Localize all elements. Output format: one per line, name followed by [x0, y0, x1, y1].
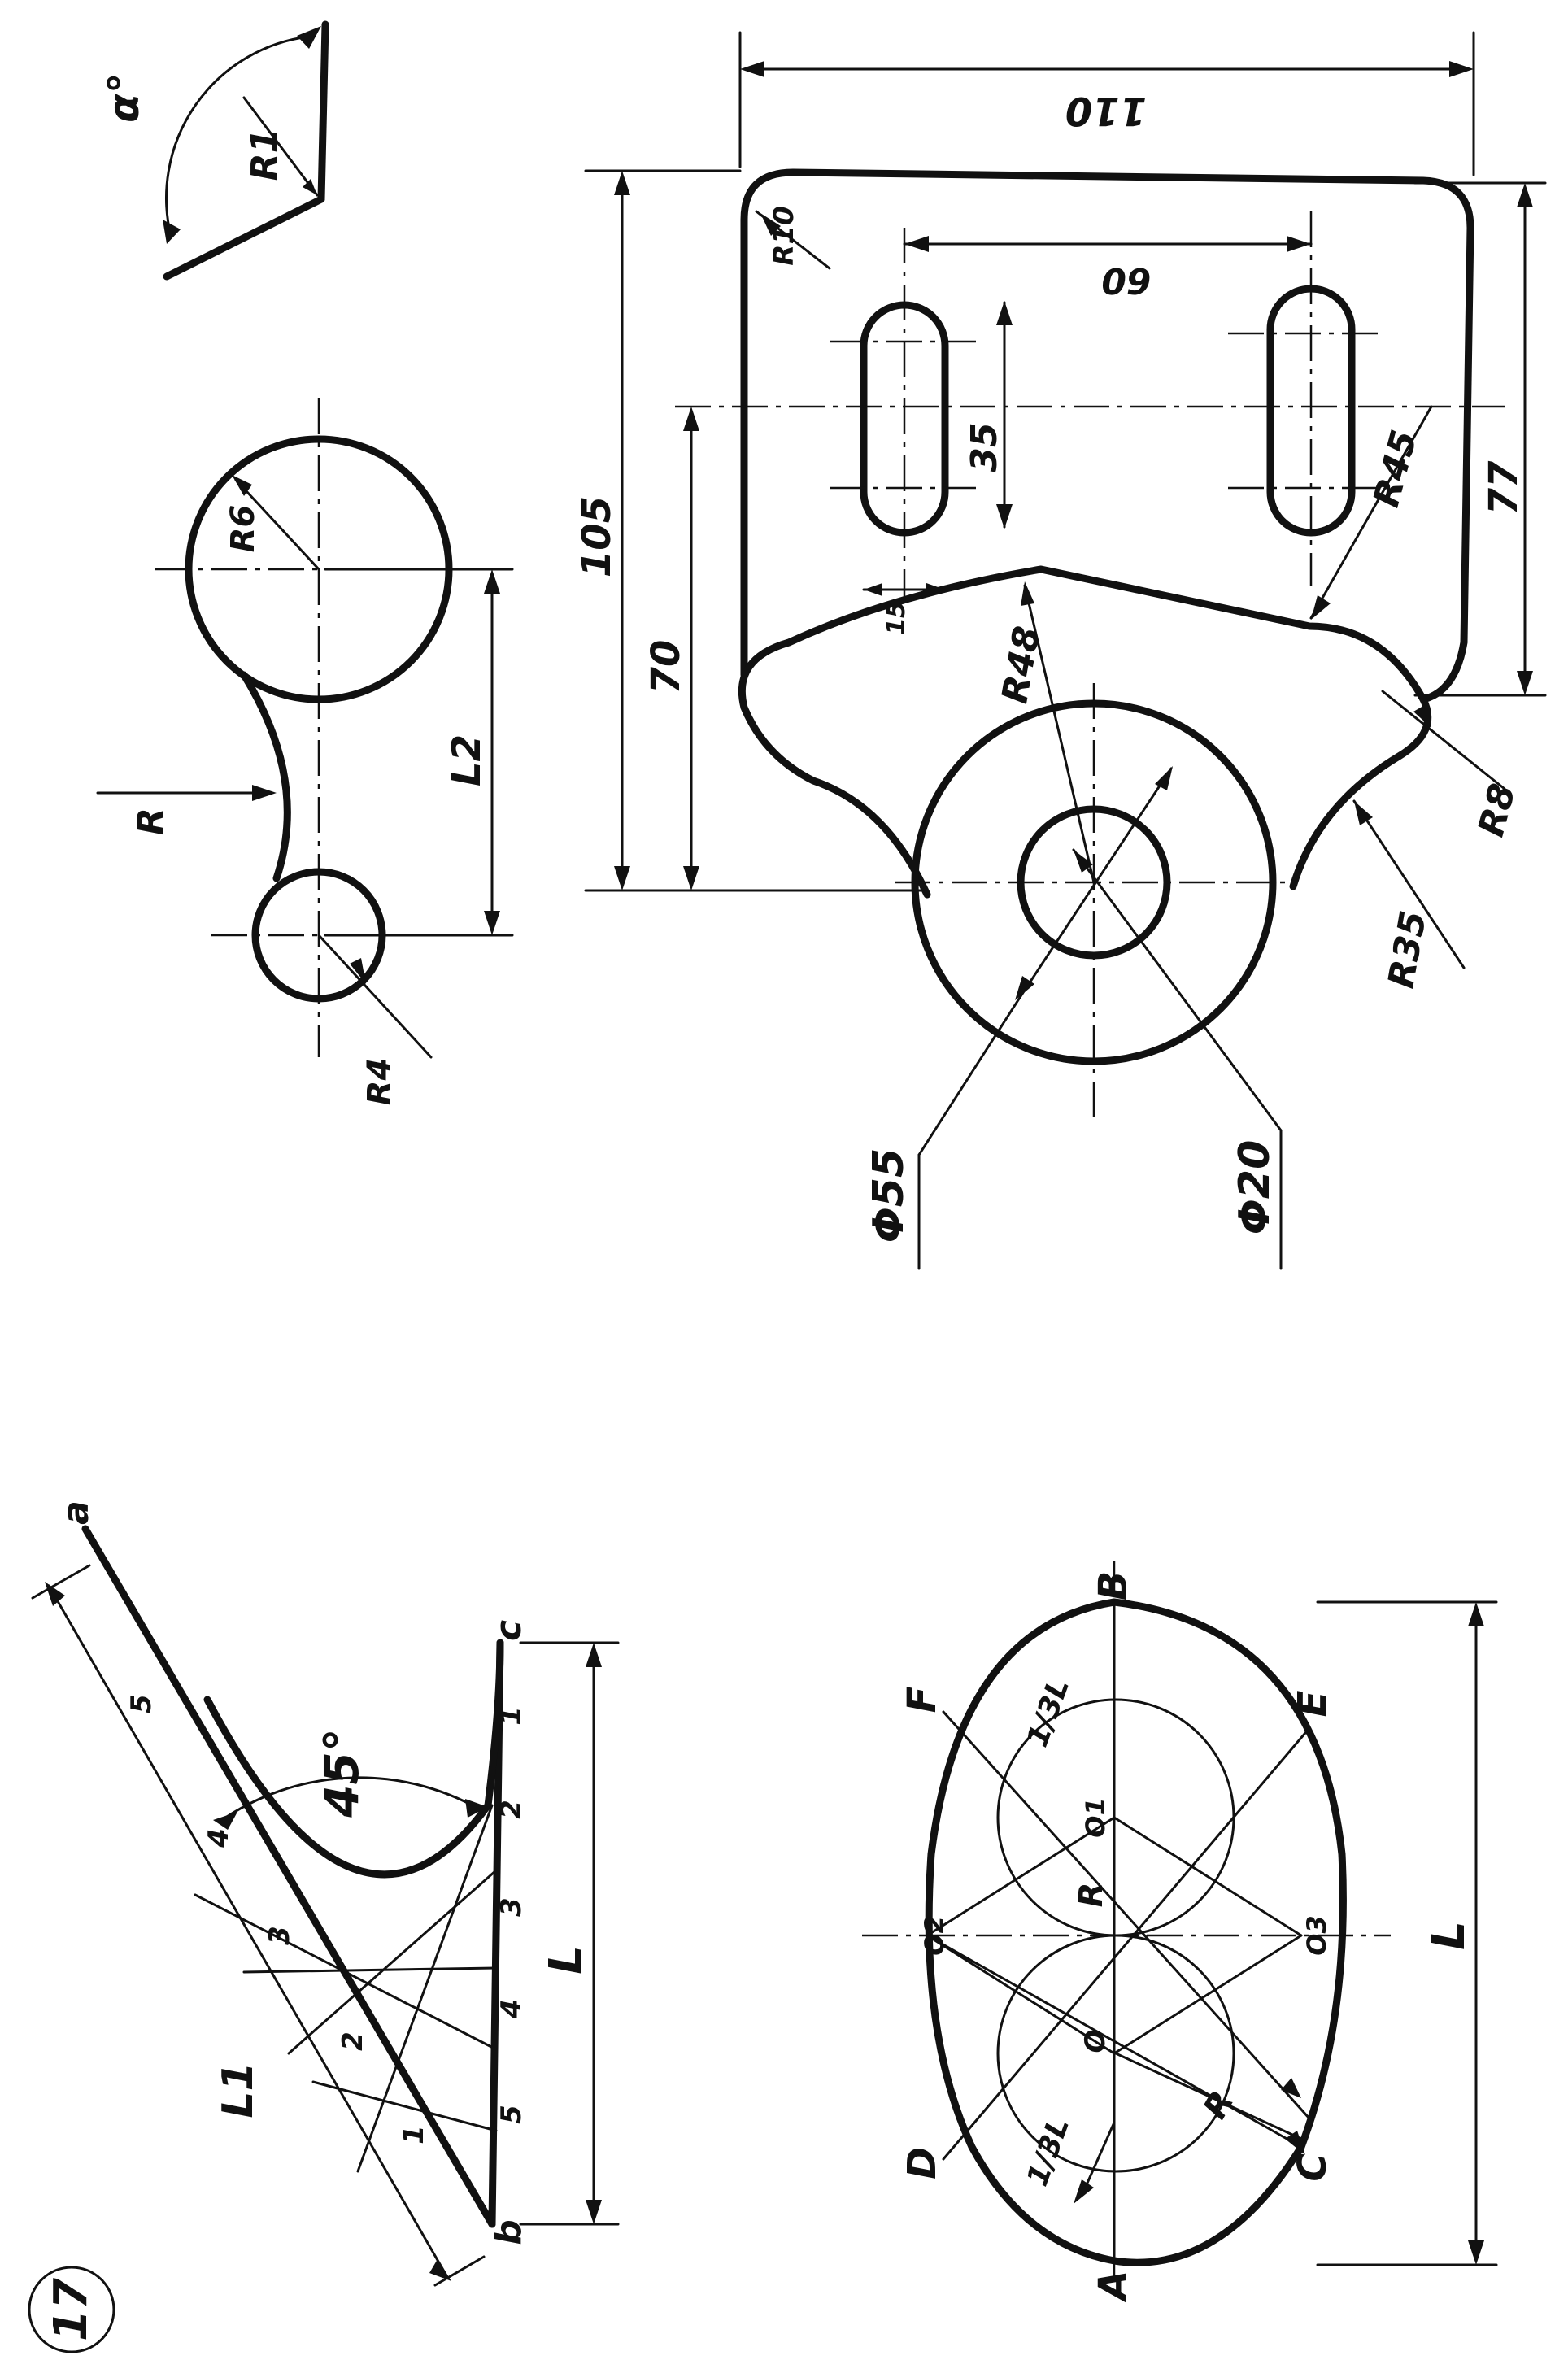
plate-slot-spacing-60-label: 60 [1101, 259, 1151, 301]
oval-third-l-top: 1/3L [1021, 1674, 1076, 1752]
oval-center-o2: O2 [919, 1915, 950, 1955]
tangent-circles-sketch: R6 R L2 R4 [96, 398, 514, 1106]
plate-height-105-label: 105 [574, 496, 620, 577]
oval-third-l-bottom: 1/3L [1021, 2114, 1076, 2191]
tick-c-4: 4 [495, 1999, 528, 2019]
plate-slot-width-15-label: 15 [882, 601, 911, 635]
plate-r48-label: R48 [994, 623, 1048, 707]
sheet-number-text: 17 [45, 2278, 98, 2341]
parabola-l1-label: L1 [214, 2062, 263, 2118]
parabola-angle-label: 45° [314, 1728, 369, 1818]
circles-r4-label: R4 [361, 1058, 399, 1106]
plate-r45-label: R45 [1365, 426, 1426, 512]
oval-point-e: E [1290, 1690, 1335, 1717]
plate-d20-label: Φ20 [1230, 1140, 1279, 1235]
oval-center-o1: O1 [1080, 1797, 1111, 1837]
circles-l2-label: L2 [444, 734, 490, 786]
plate-r8-label: R8 [1470, 779, 1524, 841]
tick-c-5: 5 [495, 2105, 528, 2124]
circles-r-label: R [130, 808, 172, 835]
oval-radius-r-inner: R [1073, 1883, 1110, 1908]
plate-r10-label: R10 [768, 206, 800, 266]
parabola-construction: 45° L1 L a b c 1 2 3 4 5 1 2 3 4 5 [31, 1500, 620, 2287]
plate-width-110-label: 110 [1065, 88, 1147, 133]
tick-c-3: 3 [495, 1897, 528, 1917]
fillet-angle-sketch: R1 α° [100, 20, 329, 281]
oval-point-d: D [899, 2147, 945, 2179]
slotted-plate-drawing: 110 R10 60 105 70 35 15 R45 77 [574, 31, 1547, 1270]
oval-point-f: F [899, 1686, 945, 1713]
oval-length-l-label: L [1422, 1921, 1475, 1950]
parabola-l-label: L [540, 1945, 593, 1975]
tick-a-2: 2 [337, 2031, 369, 2051]
oval-center-o: O [1079, 2030, 1112, 2053]
fillet-radius-label: R1 [244, 128, 285, 181]
plate-height-70-label: 70 [643, 640, 689, 694]
tick-a-5: 5 [125, 1694, 158, 1713]
parabola-point-a: a [55, 1500, 97, 1525]
plate-height-77-label: 77 [1481, 460, 1527, 515]
oval-construction: B A C D E F O O1 O2 O3 R R 1/3L 1/3L L [862, 1561, 1498, 2304]
plate-r35-label: R35 [1380, 908, 1435, 991]
plate-d55-label: Φ55 [865, 1148, 913, 1243]
tick-a-4: 4 [203, 1828, 235, 1848]
oval-center-o3: O3 [1301, 1915, 1332, 1955]
circles-r6-label: R6 [224, 505, 262, 553]
oval-point-c: C [1290, 2153, 1335, 2181]
tick-a-3: 3 [264, 1926, 296, 1945]
fillet-angle-label: α° [100, 72, 149, 123]
tick-c-2: 2 [495, 1800, 528, 1819]
plate-slot-length-35-label: 35 [964, 422, 1005, 472]
oval-point-b: B [1091, 1571, 1136, 1601]
tick-c-1: 1 [495, 1706, 528, 1726]
parabola-point-c: c [488, 1620, 529, 1641]
sheet-number: 17 [28, 2266, 115, 2353]
oval-point-a: A [1091, 2270, 1136, 2303]
parabola-point-b: b [488, 2219, 529, 2245]
tick-a-1: 1 [398, 2125, 430, 2144]
